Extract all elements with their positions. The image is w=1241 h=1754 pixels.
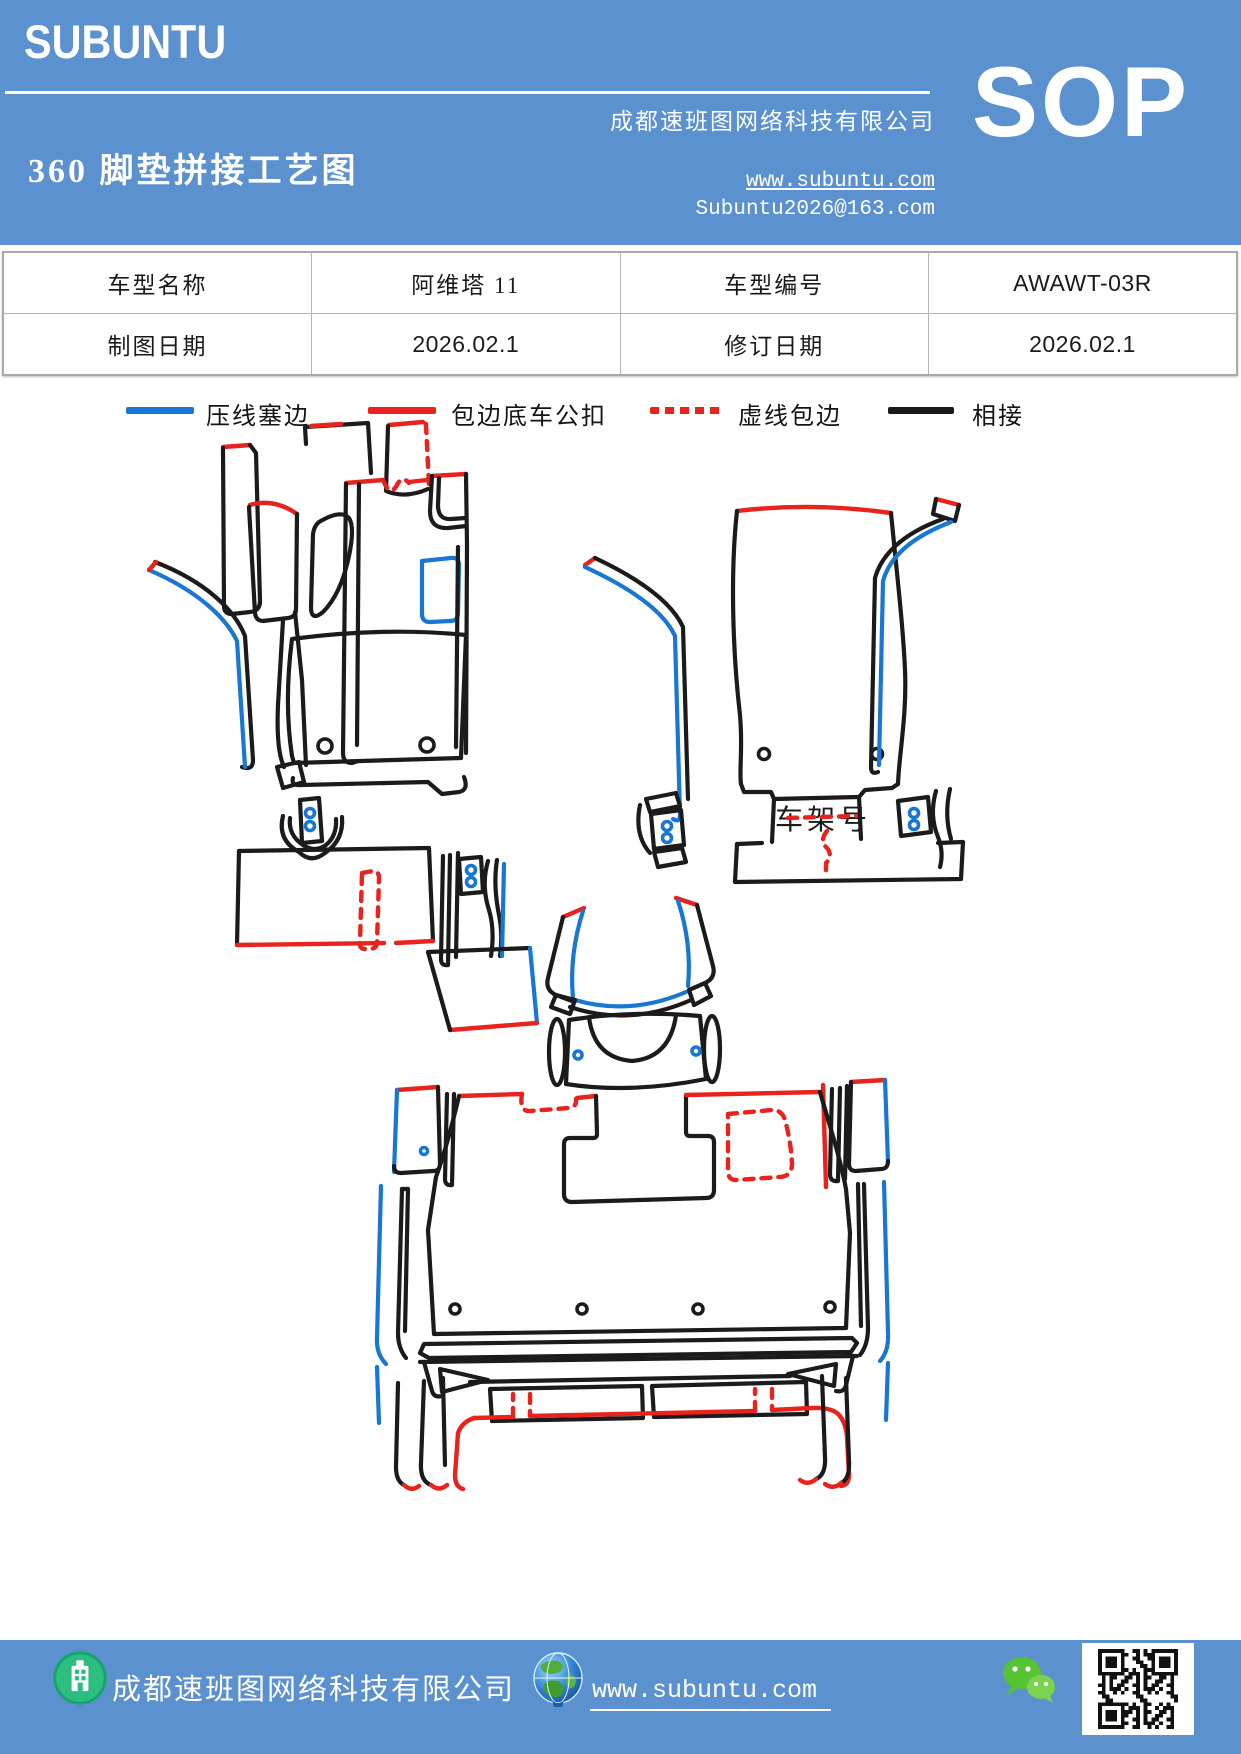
draw-date-value: 2026.02.1 <box>311 313 621 376</box>
footer-website-anchor[interactable]: www.subuntu.com <box>592 1676 818 1705</box>
qr-code-svg <box>1098 1649 1178 1729</box>
legend-label: 包边底车公扣 <box>451 404 607 430</box>
globe-icon <box>533 1652 583 1707</box>
vehicle-info-table: 车型名称 阿维塔 11 车型编号 AWAWT-03R 制图日期 2026.02.… <box>2 251 1238 376</box>
footer-company-name: 成都速班图网络科技有限公司 <box>112 1674 516 1706</box>
qr-code <box>1082 1643 1194 1735</box>
legend-swatch-red-solid <box>368 407 436 414</box>
front-right-mat-group: 车架号 <box>582 496 966 885</box>
website-link[interactable]: www.subuntu.com <box>745 170 935 193</box>
header-website-link[interactable]: www.subuntu.com <box>640 170 935 193</box>
model-name-label: 车型名称 <box>2 251 312 314</box>
building-icon <box>53 1651 107 1705</box>
legend-label: 相接 <box>972 404 1024 430</box>
model-name-value: 阿维塔 11 <box>311 251 621 314</box>
drawing-canvas: 车架号 <box>146 419 966 1492</box>
legend: 压线塞边 包边底车公扣 虚线包边 相接 <box>0 394 1241 430</box>
page-title: 360 脚垫拼接工艺图 <box>28 153 359 190</box>
front-left-mat-group <box>146 419 540 1033</box>
mat-assembly-drawing: 车架号 <box>0 415 1241 1505</box>
brand-logo: SUBUNTU <box>24 15 227 68</box>
revise-date-label: 修订日期 <box>619 313 929 376</box>
revise-date-value: 2026.02.1 <box>928 313 1238 376</box>
footer: 成都速班图网络科技有限公司 www.subuntu.com <box>0 1640 1241 1754</box>
legend-swatch-black-solid <box>888 407 954 414</box>
table-row: 制图日期 2026.02.1 修订日期 2026.02.1 <box>2 313 1238 376</box>
legend-swatch-red-dashed <box>650 407 722 414</box>
legend-label: 压线塞边 <box>206 404 310 430</box>
model-code-value: AWAWT-03R <box>928 251 1238 314</box>
header-company-name: 成都速班图网络科技有限公司 <box>610 109 935 134</box>
table-row: 车型名称 阿维塔 11 车型编号 AWAWT-03R <box>2 251 1238 314</box>
header-divider <box>5 91 930 94</box>
wechat-icon <box>1003 1657 1055 1703</box>
sop-badge: SOP <box>972 46 1191 157</box>
legend-label: 虚线包边 <box>738 404 842 430</box>
footer-website-link[interactable]: www.subuntu.com <box>590 1676 832 1711</box>
rear-trunk-mat-group <box>374 895 891 1492</box>
model-code-label: 车型编号 <box>619 251 929 314</box>
header-email: Subuntu2026@163.com <box>695 198 935 221</box>
header: SUBUNTU 360 脚垫拼接工艺图 成都速班图网络科技有限公司 www.su… <box>0 0 1241 245</box>
legend-swatch-blue-solid <box>126 407 194 414</box>
draw-date-label: 制图日期 <box>2 313 312 376</box>
